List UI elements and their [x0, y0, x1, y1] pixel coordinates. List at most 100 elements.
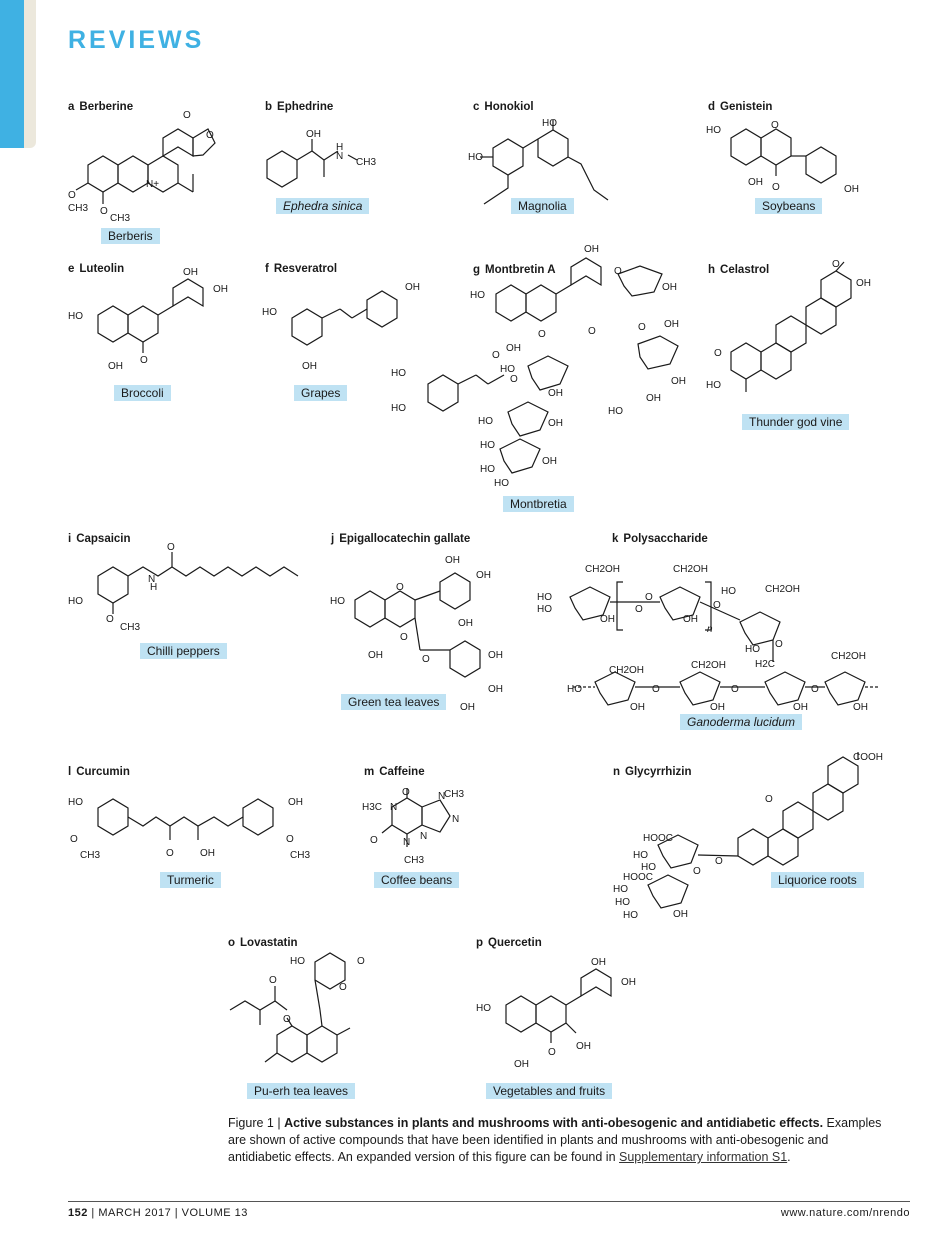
atom-label: OH — [671, 376, 686, 387]
atom-label: HO — [615, 897, 630, 908]
atom-label: OH — [591, 957, 606, 968]
atom-label: HO — [613, 884, 628, 895]
atom-label: O — [713, 600, 721, 611]
curcumin-structure: HO O CH3 O OH OH O CH3 — [68, 797, 310, 861]
atom-label: O — [614, 266, 622, 277]
atom-label: OH — [108, 361, 123, 372]
atom-label: O — [140, 355, 148, 366]
atom-label: O — [167, 542, 175, 553]
atom-label: N — [336, 151, 343, 162]
issue-info: | MARCH 2017 | VOLUME 13 — [87, 1207, 248, 1219]
atom-label: O — [492, 350, 500, 361]
atom-label: O — [652, 684, 660, 695]
luteolin-structure: HO OH O OH OH — [68, 267, 228, 372]
caption-title: Active substances in plants and mushroom… — [284, 1116, 824, 1130]
atom-label: N — [452, 814, 459, 825]
atom-label: O — [400, 632, 408, 643]
section-tab — [0, 0, 24, 148]
atom-label: HO — [537, 604, 552, 615]
atom-label: OH — [213, 284, 228, 295]
atom-label: O — [510, 374, 518, 385]
atom-label: HO — [641, 862, 656, 873]
source-tag: Pu-erh tea leaves — [247, 1083, 356, 1099]
atom-label: O — [396, 582, 404, 593]
atom-label: O — [370, 835, 378, 846]
figure-caption: Figure 1 | Active substances in plants a… — [228, 1115, 888, 1166]
atom-label: O — [100, 206, 108, 217]
atom-label: OH — [476, 570, 491, 581]
atom-label: HO — [470, 290, 485, 301]
polysaccharide-structure: CH2OH CH2OH CH2OH HO HO HO O OH O OH O n… — [537, 564, 880, 713]
atom-label: CH2OH — [831, 651, 866, 662]
source-tag: Thunder god vine — [742, 414, 850, 430]
atom-label: CH3 — [80, 850, 100, 861]
atom-label: CH2OH — [609, 665, 644, 676]
atom-label: OH — [748, 177, 763, 188]
atom-label: OH — [793, 702, 808, 713]
source-tag: Coffee beans — [374, 872, 460, 888]
atom-label: OH — [683, 614, 698, 625]
atom-label: O — [693, 866, 701, 877]
atom-label: N — [420, 831, 427, 842]
atom-label: O — [269, 975, 277, 986]
footer-rule — [68, 1201, 910, 1202]
resveratrol-structure: HO OH OH — [262, 282, 420, 372]
atom-label: OH — [288, 797, 303, 808]
source-tag: Ephedra sinica — [276, 198, 370, 214]
atom-label: O — [422, 654, 430, 665]
atom-label: OH — [630, 702, 645, 713]
atom-label: HO — [391, 368, 406, 379]
atom-label: O — [106, 614, 114, 625]
atom-label: N — [403, 837, 410, 848]
atom-label: OH — [458, 618, 473, 629]
atom-label: O — [832, 259, 840, 270]
atom-label: CH3 — [444, 789, 464, 800]
atom-label: OH — [600, 614, 615, 625]
egcg-structure: HO O OH OH OH OH O O OH OH OH — [330, 555, 503, 713]
source-tag: Soybeans — [755, 198, 823, 214]
celastrol-structure: O OH O HO — [706, 259, 871, 392]
atom-label: HO — [468, 152, 483, 163]
atom-label: HO — [721, 586, 736, 597]
atom-label: N+ — [146, 179, 159, 190]
supplementary-link[interactable]: Supplementary information S1 — [619, 1150, 788, 1164]
berberine-structure: O CH3 O CH3 N+ O O — [68, 110, 216, 224]
atom-label: HO — [745, 644, 760, 655]
footer-issue: 152 | MARCH 2017 | VOLUME 13 — [68, 1207, 248, 1219]
atom-label: O — [357, 956, 365, 967]
source-tag: Vegetables and fruits — [486, 1083, 613, 1099]
atom-label: HO — [706, 125, 721, 136]
atom-label: O — [811, 684, 819, 695]
glycyrrhizin-structure: COOH O HOOC HO HO O O HOOC HO HO HO OH — [613, 752, 883, 921]
atom-label: O — [68, 190, 76, 201]
montbretin-a-structure: OH HO OH O O O OH OH O OH OH HO O HO OH … — [391, 244, 686, 489]
atom-label: HO — [567, 684, 582, 695]
atom-label: OH — [856, 278, 871, 289]
atom-label: O — [731, 684, 739, 695]
atom-label: HO — [68, 311, 83, 322]
atom-label: OH — [710, 702, 725, 713]
atom-label: OH — [584, 244, 599, 255]
footer-url[interactable]: www.nature.com/nrendo — [780, 1207, 910, 1219]
atom-label: HO — [68, 797, 83, 808]
atom-label: COOH — [853, 752, 883, 763]
atom-label: O — [715, 856, 723, 867]
atom-label: O — [765, 794, 773, 805]
atom-label: HO — [623, 910, 638, 921]
atom-label: HO — [537, 592, 552, 603]
atom-label: OH — [664, 319, 679, 330]
atom-label: OH — [405, 282, 420, 293]
caption-figure: Figure 1 | — [228, 1116, 285, 1130]
atom-label: CH3 — [356, 157, 376, 168]
atom-label: CH3 — [110, 213, 130, 224]
section-header: REVIEWS — [68, 26, 205, 54]
atom-label: OH — [673, 909, 688, 920]
